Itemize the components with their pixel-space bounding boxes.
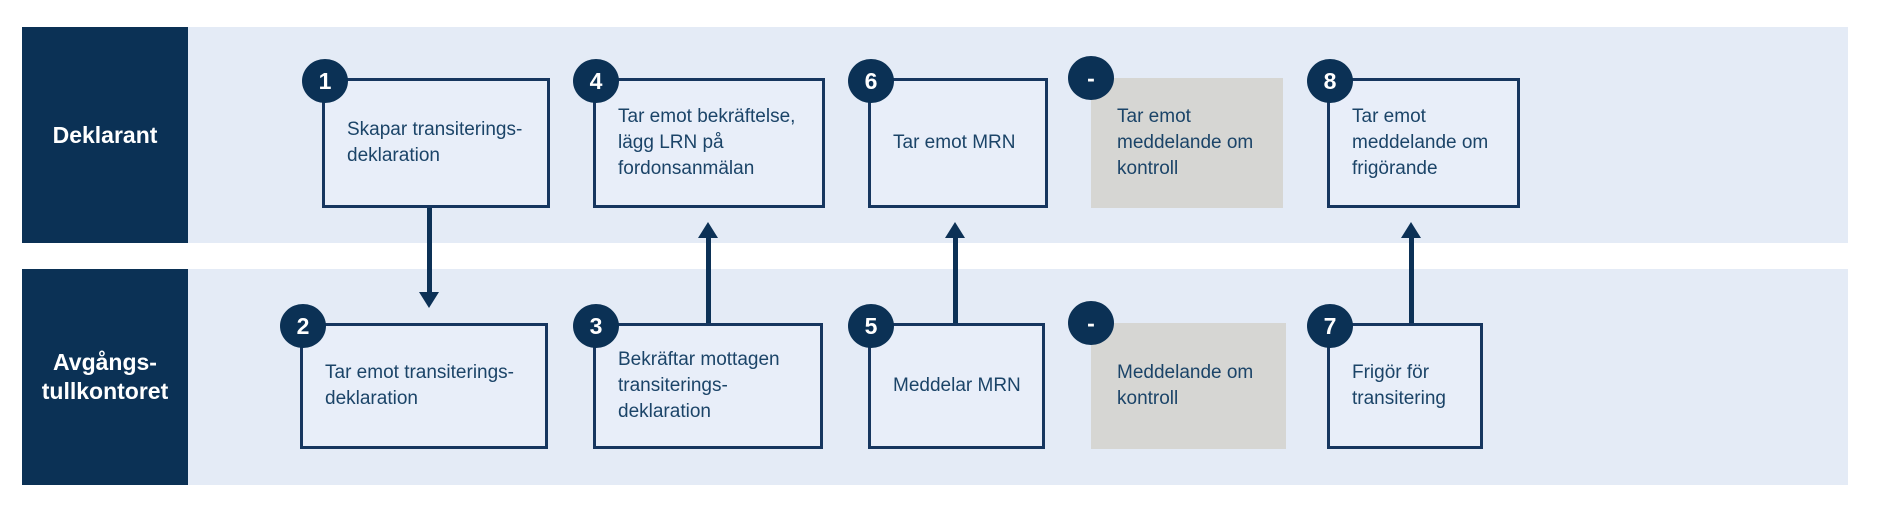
step-badge-1: 1 <box>302 59 348 103</box>
step-box-1-skapar-deklaration: 1 Skapar transiterings- deklaration <box>302 59 550 208</box>
arrow-1-to-2-line <box>427 208 432 293</box>
step-badge-3: 3 <box>573 304 619 348</box>
step-badge-6: 6 <box>848 59 894 103</box>
step-box-optional-meddelande-kontroll: - Meddelande om kontroll <box>1068 301 1286 449</box>
step-badge-8: 8 <box>1307 59 1353 103</box>
step-box-4-tar-emot-bekraftelse: 4 Tar emot bekräftelse, lägg LRN på ford… <box>573 59 825 208</box>
step-box-5-meddelar-mrn: 5 Meddelar MRN <box>848 304 1045 449</box>
step-badge-optional-bottom: - <box>1068 301 1114 345</box>
step-box-optional-tar-emot-kontroll: - Tar emot meddelande om kontroll <box>1068 56 1283 208</box>
step-text-optional-top: Tar emot meddelande om kontroll <box>1117 105 1254 180</box>
step-text-6: Tar emot MRN <box>893 131 1016 153</box>
step-text-3: Bekräftar mottagen transiterings- deklar… <box>618 348 780 423</box>
step-text-1: Skapar transiterings- deklaration <box>347 118 523 166</box>
step-text-4: Tar emot bekräftelse, lägg LRN på fordon… <box>618 105 796 180</box>
step-box-8-tar-emot-frigorande: 8 Tar emot meddelande om frigörande <box>1307 59 1520 208</box>
arrow-5-to-6-line <box>953 237 958 323</box>
arrow-3-to-4-line <box>706 237 711 323</box>
step-badge-7: 7 <box>1307 304 1353 348</box>
step-badge-4: 4 <box>573 59 619 103</box>
step-box-3-bekraftar-mottagen: 3 Bekräftar mottagen transiterings- dekl… <box>573 304 823 449</box>
step-badge-2: 2 <box>280 304 326 348</box>
step-badge-optional-top: - <box>1068 56 1114 100</box>
step-box-2-tar-emot-deklaration: 2 Tar emot transiterings- deklaration <box>280 304 548 449</box>
step-text-7: Frigör för transitering <box>1352 361 1446 409</box>
step-box-6-tar-emot-mrn: 6 Tar emot MRN <box>848 59 1048 208</box>
step-text-optional-bottom: Meddelande om kontroll <box>1117 361 1254 409</box>
lane-avgangstullkontoret: Avgångs- tullkontoret <box>22 269 1848 485</box>
step-text-5: Meddelar MRN <box>893 374 1021 396</box>
step-box-7-frigor-for-transitering: 7 Frigör för transitering <box>1307 304 1483 449</box>
step-text-8: Tar emot meddelande om frigörande <box>1352 105 1489 180</box>
arrow-1-to-2-down-arrowhead-icon <box>419 292 439 308</box>
arrow-3-to-4-up-arrowhead-icon <box>698 222 718 238</box>
step-text-2: Tar emot transiterings- deklaration <box>325 361 515 409</box>
lane-label-avgangstullkontoret: Avgångs- tullkontoret <box>22 269 188 485</box>
arrow-7-to-8-up-arrowhead-icon <box>1401 222 1421 238</box>
arrow-5-to-6-up-arrowhead-icon <box>945 222 965 238</box>
step-badge-5: 5 <box>848 304 894 348</box>
arrow-7-to-8-line <box>1409 237 1414 323</box>
lane-label-deklarant: Deklarant <box>22 27 188 243</box>
